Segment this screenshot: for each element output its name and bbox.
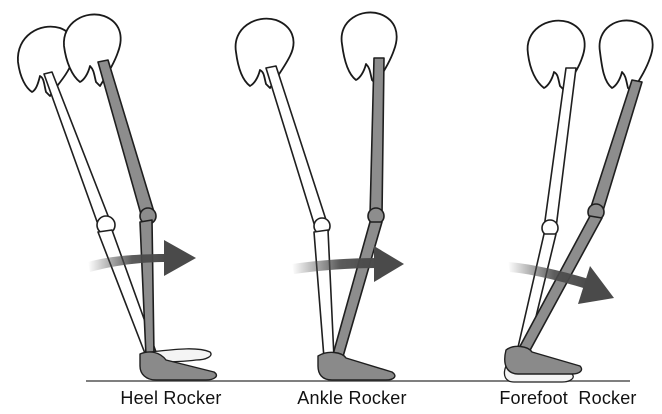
pelvis-icon	[600, 20, 653, 92]
stance-leg	[64, 14, 156, 356]
femur-icon	[544, 68, 576, 228]
tibia-icon	[332, 222, 382, 360]
motion-arrow-icon	[292, 246, 404, 282]
femur-icon	[590, 80, 642, 214]
panel-ankle-rocker	[236, 12, 404, 380]
tibia-icon	[314, 230, 334, 358]
femur-icon	[44, 72, 112, 230]
stance-leg	[332, 12, 397, 360]
foot-icon	[505, 346, 582, 374]
femur-icon	[266, 66, 328, 230]
foot-icon	[318, 352, 395, 380]
femur-icon	[370, 58, 384, 216]
femur-icon	[98, 60, 154, 218]
panel-heel-rocker	[18, 14, 217, 380]
pelvis-icon	[528, 21, 585, 90]
swing-leg	[236, 19, 334, 358]
pelvis-icon	[236, 19, 294, 88]
caption-ankle-rocker: Ankle Rocker	[297, 388, 406, 409]
caption-heel-rocker: Heel Rocker	[120, 388, 221, 409]
pelvis-icon	[342, 12, 397, 84]
panel-forefoot-rocker	[504, 20, 652, 382]
caption-forefoot-rocker: Forefoot Rocker	[499, 388, 636, 409]
